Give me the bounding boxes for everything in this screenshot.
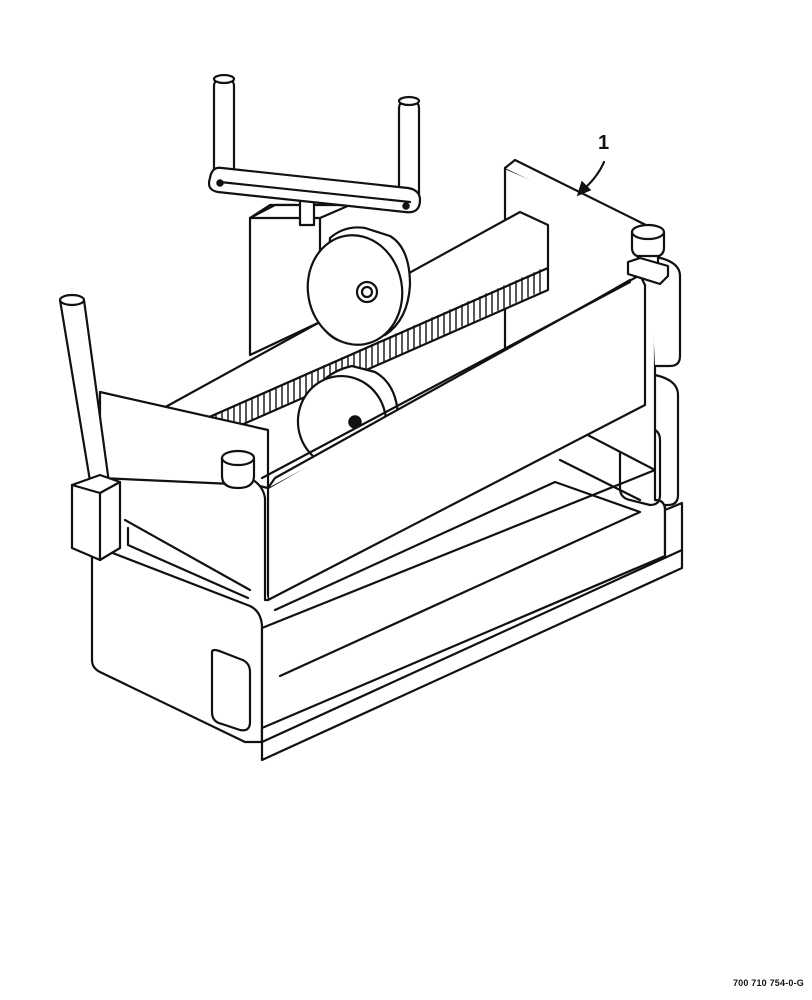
upper-roller — [306, 226, 412, 346]
left-thumb-screw — [220, 449, 256, 490]
right-thumb-screw — [626, 223, 670, 286]
callout-1-leader — [576, 160, 606, 197]
t-handle — [207, 73, 422, 214]
figure-id: 700 710 754-0-G — [732, 978, 804, 988]
lower-drawer — [90, 373, 684, 762]
back-panel — [248, 193, 352, 357]
callout-1-label: 1 — [598, 132, 610, 154]
left-lever — [58, 293, 122, 562]
